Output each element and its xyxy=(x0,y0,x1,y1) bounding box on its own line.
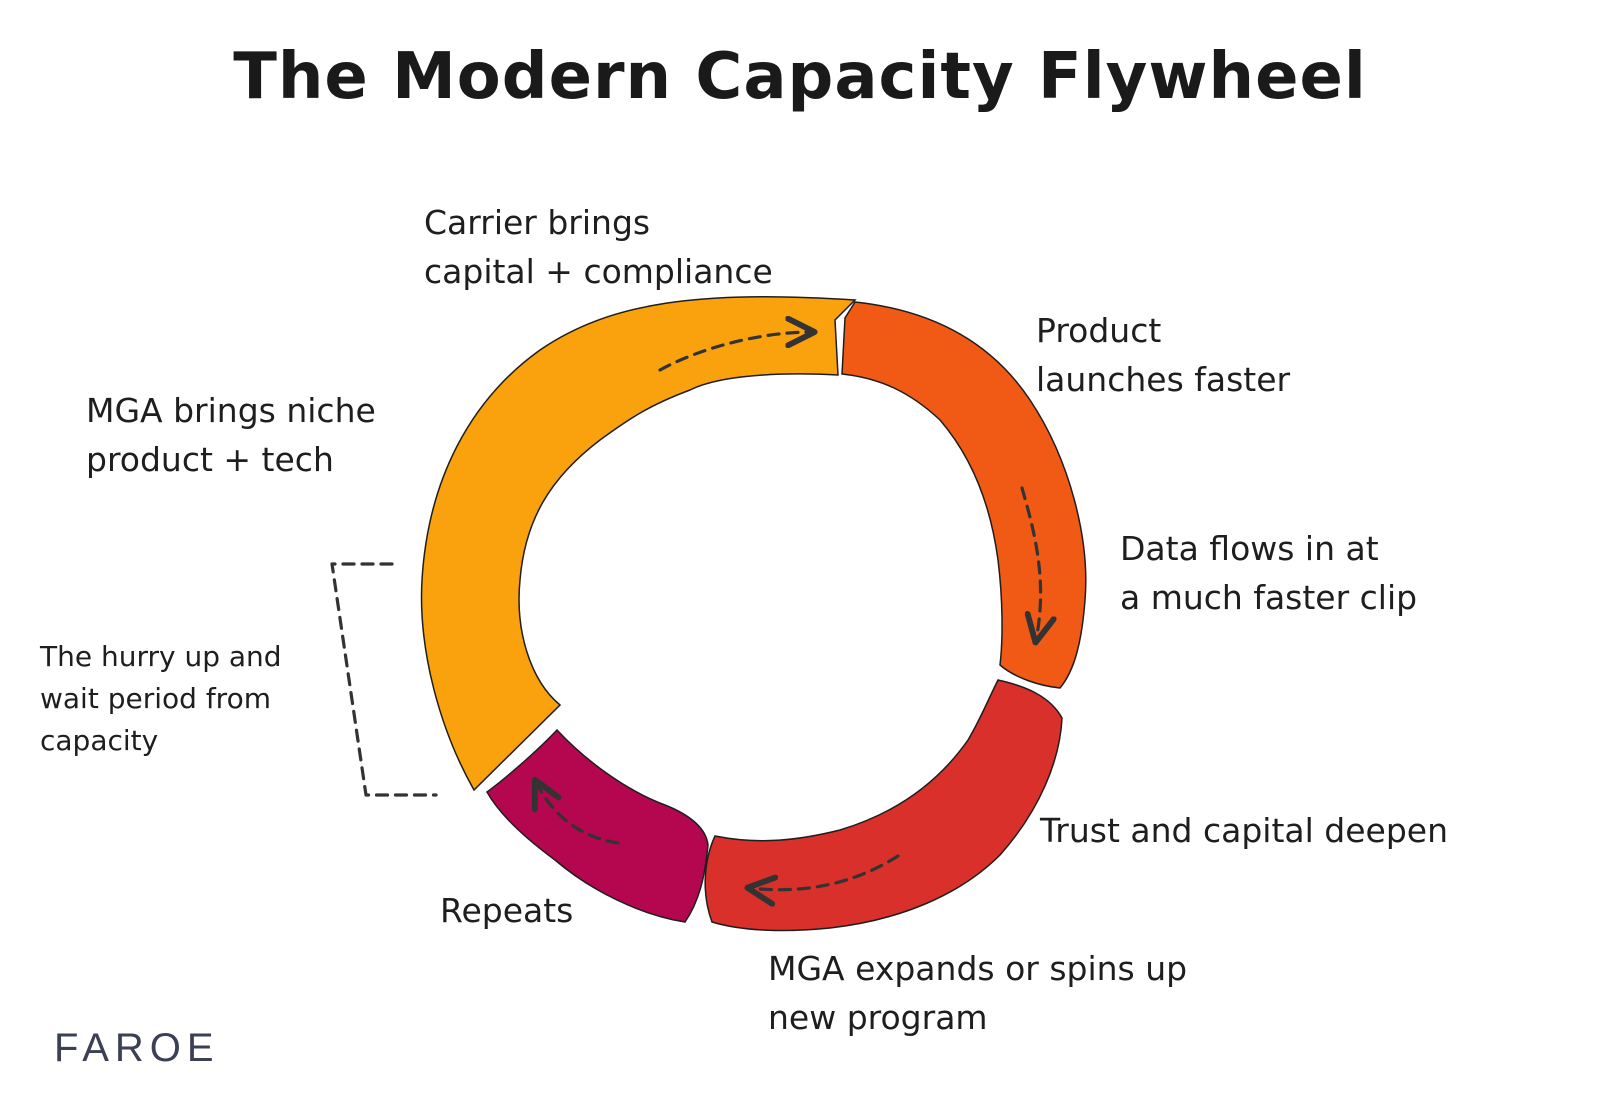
label-mga-expands: MGA expands or spins up new program xyxy=(768,949,1188,1037)
segment-mga-carrier xyxy=(420,295,857,792)
label-trust-capital: Trust and capital deepen xyxy=(1040,811,1449,850)
label-product-launches: Product launches faster xyxy=(1036,311,1291,399)
label-carrier-brings: Carrier brings capital + compliance xyxy=(424,203,773,291)
wait-period-bracket xyxy=(330,562,438,797)
arrow-repeats-flow xyxy=(536,782,620,845)
arrow-data-flow xyxy=(1020,486,1041,640)
diagram-title: The Modern Capacity Flywheel xyxy=(233,40,1367,114)
wait-period-note: The hurry up and wait period from capaci… xyxy=(40,640,282,757)
label-repeats: Repeats xyxy=(440,891,574,930)
label-data-flows: Data flows in at a much faster clip xyxy=(1120,529,1418,617)
faroe-logo: FAROE xyxy=(54,1026,220,1070)
arrow-carrier-flow xyxy=(658,332,812,372)
label-mga-brings: MGA brings niche product + tech xyxy=(86,391,376,479)
arrow-expand-flow xyxy=(750,854,900,890)
segment-trust-expand xyxy=(704,679,1063,932)
segment-product-data xyxy=(841,301,1087,689)
